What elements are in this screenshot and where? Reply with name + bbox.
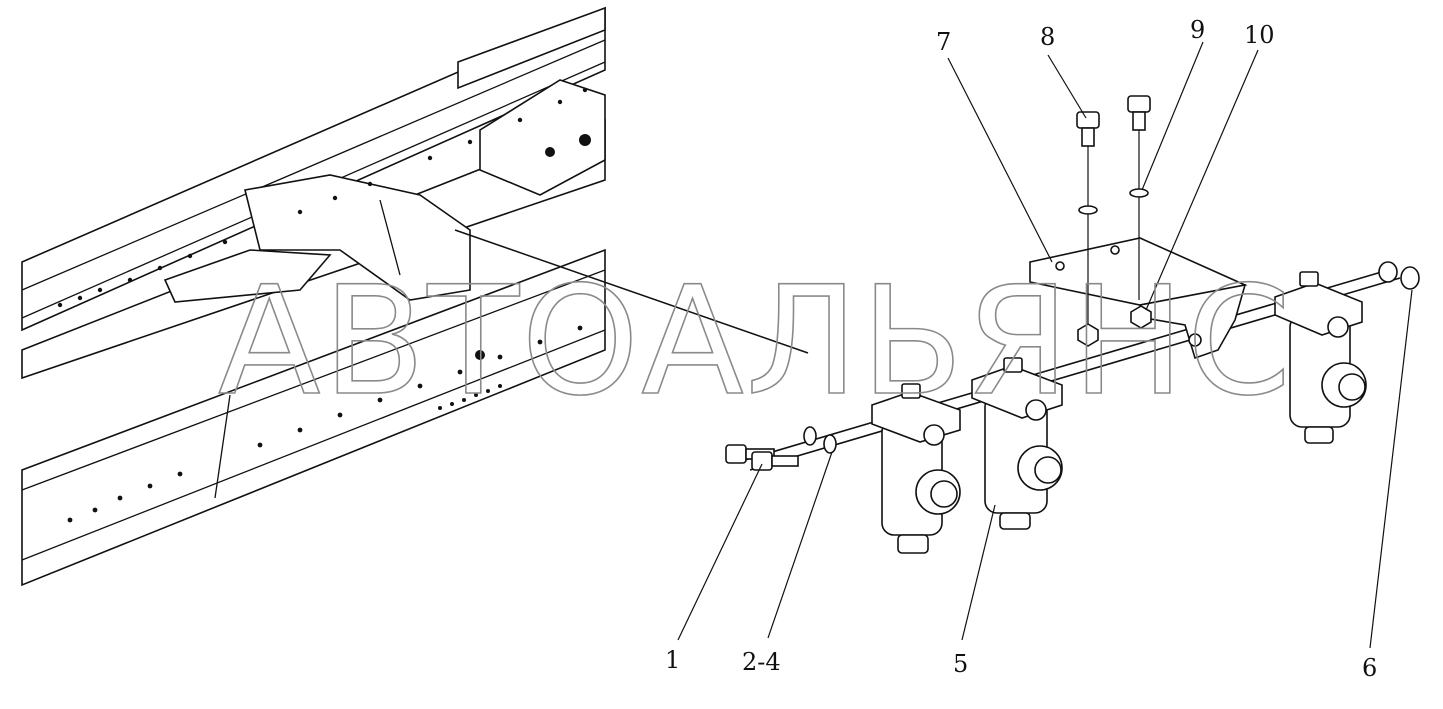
callout-6: 6 xyxy=(1362,654,1377,682)
nut-right xyxy=(1130,305,1152,329)
cross-member-foot xyxy=(163,249,332,303)
valve-front xyxy=(871,383,961,554)
rail-flange-top xyxy=(457,6,606,90)
chassis-frame xyxy=(21,6,809,587)
valve-middle xyxy=(971,357,1063,530)
bolt-right xyxy=(1127,95,1151,300)
location-leader xyxy=(454,229,809,354)
end-nut-1 xyxy=(1378,261,1398,283)
callout-10: 10 xyxy=(1244,21,1275,49)
washer-left xyxy=(1078,205,1098,215)
callout-leaders xyxy=(677,41,1413,649)
washer-3 xyxy=(823,434,837,454)
upper-side-rail xyxy=(21,6,606,332)
washer-right xyxy=(1129,188,1149,198)
callout-8: 8 xyxy=(1040,23,1055,51)
nut-left xyxy=(1077,323,1099,347)
lower-side-rail xyxy=(21,248,606,587)
cross-member xyxy=(244,174,471,301)
valve-assembly xyxy=(725,95,1420,554)
bolt-left xyxy=(1076,111,1100,325)
watermark-text: АВТОАЛЬЯНС xyxy=(218,255,1293,429)
valve-rear xyxy=(1274,271,1367,444)
end-nut-2 xyxy=(1400,266,1420,290)
end-bolts xyxy=(725,444,799,471)
callout-9: 9 xyxy=(1190,16,1205,44)
rear-cross-bracket xyxy=(479,79,606,196)
callout-7: 7 xyxy=(936,28,951,56)
rivet-holes xyxy=(57,87,591,523)
callout-5: 5 xyxy=(953,650,968,678)
washer-2 xyxy=(803,426,817,446)
callout-2-4: 2-4 xyxy=(742,648,781,676)
callout-1: 1 xyxy=(665,646,680,674)
